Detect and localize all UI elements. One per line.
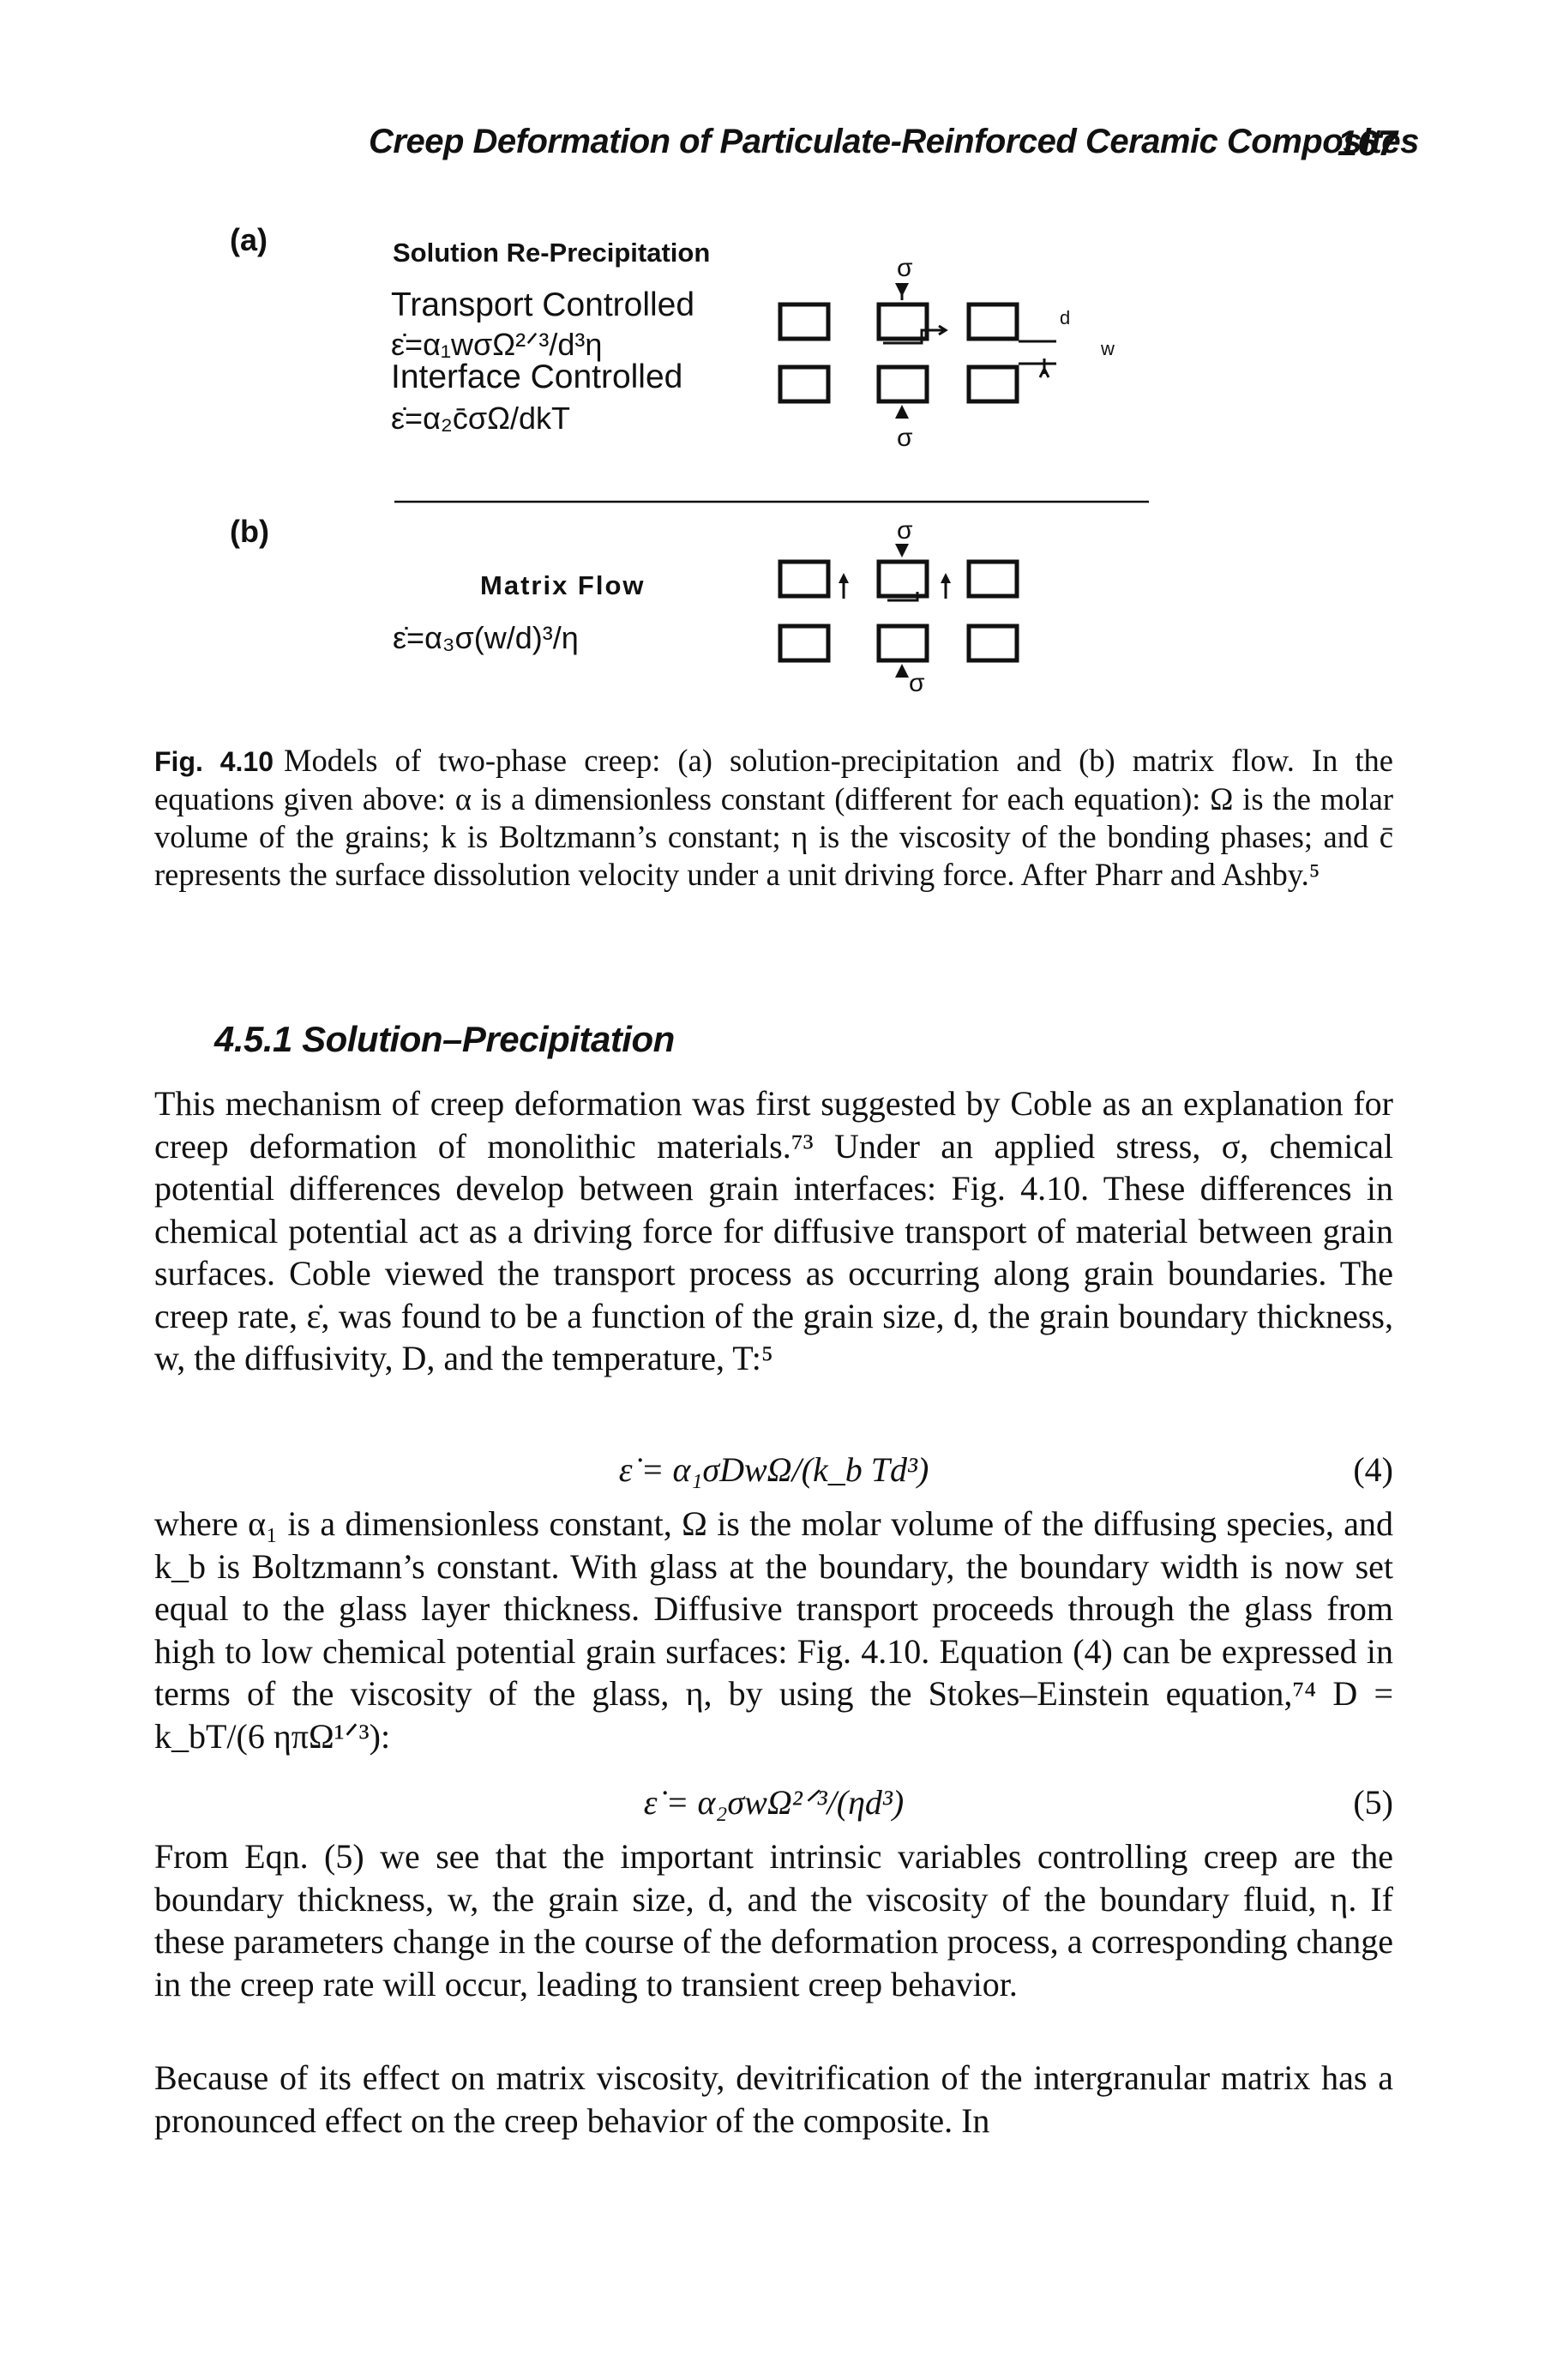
running-title: Creep Deformation of Particulate-Reinfor…: [369, 123, 1419, 160]
section-heading: 4.5.1 Solution–Precipitation: [214, 1019, 675, 1059]
paragraph-1-text: This mechanism of creep deformation was …: [154, 1084, 1393, 1377]
panel-a-line4: ε̇=α₂c̄σΩ/dkT: [391, 401, 570, 436]
panel-a-heading: Solution Re-Precipitation: [393, 238, 710, 268]
paragraph-2: where α₁ is a dimensionless constant, Ω …: [154, 1503, 1393, 1757]
equation-5-body: ε̇ = α₂σwΩ²ᐟ³/(ηd³): [643, 1783, 905, 1822]
panel-a-grains: [778, 302, 1019, 404]
sigma-bottom-b: σ: [909, 669, 925, 697]
grain: [876, 302, 929, 341]
grain: [778, 624, 831, 663]
panel-a-transport-arrow: [883, 283, 1056, 378]
paragraph-2-text: where α₁ is a dimensionless constant, Ω …: [154, 1504, 1393, 1756]
panel-b-eq: ε̇=α₃σ(w/d)³/η: [393, 620, 579, 655]
running-header: Creep Deformation of Particulate-Reinfor…: [369, 123, 1419, 174]
equation-4-body: ε̇ = α₁σDwΩ/(k_b Td³): [618, 1450, 929, 1489]
grain: [966, 302, 1019, 341]
grain: [778, 365, 831, 404]
panel-a-line2: ε̇=α₁wσΩ²ᐟ³/d³η: [391, 327, 602, 362]
page-number: 167: [1337, 123, 1398, 163]
sigma-top-b: σ: [897, 516, 913, 545]
paragraph-4-text: Because of its effect on matrix viscosit…: [154, 2058, 1393, 2140]
grain: [966, 624, 1019, 663]
sigma-top-a: σ: [897, 254, 913, 282]
grain: [966, 559, 1019, 599]
panel-b-heading: Matrix Flow: [480, 570, 646, 600]
sigma-bottom-a: σ: [897, 424, 913, 452]
grain: [876, 559, 929, 599]
grain: [778, 302, 831, 341]
paragraph-3: From Eqn. (5) we see that the important …: [154, 1835, 1393, 2005]
panel-b-grains: [778, 559, 1019, 663]
label-d: d: [1060, 307, 1070, 328]
panel-b-label: (b): [230, 514, 269, 549]
equation-5-number: (5): [1353, 1783, 1393, 1822]
arrow-down-b: [895, 544, 909, 557]
grain: [876, 624, 929, 663]
arrow-up-a: [895, 405, 909, 419]
panel-a-line3: Interface Controlled: [391, 359, 682, 395]
caption-text: Models of two-phase creep: (a) solution-…: [154, 743, 1393, 892]
equation-4: ε̇ = α₁σDwΩ/(k_b Td³) (4): [154, 1449, 1393, 1492]
equation-5: ε̇ = α₂σwΩ²ᐟ³/(ηd³) (5): [154, 1782, 1393, 1825]
figure-4-10: (a) (b) Solution Re-Precipitation Transp…: [0, 0, 1545, 738]
arrow-up-b: [895, 664, 909, 678]
equation-4-number: (4): [1353, 1450, 1393, 1489]
paragraph-1: This mechanism of creep deformation was …: [154, 1082, 1393, 1380]
panel-a-label: (a): [230, 222, 268, 257]
caption-lead: Fig. 4.10: [154, 746, 274, 777]
label-w: w: [1100, 338, 1115, 359]
grain: [778, 559, 831, 599]
grain: [876, 365, 929, 404]
figure-diagram: (a) (b) Solution Re-Precipitation Transp…: [230, 222, 1149, 697]
paragraph-4: Because of its effect on matrix viscosit…: [154, 2057, 1393, 2142]
paragraph-3-text: From Eqn. (5) we see that the important …: [154, 1837, 1393, 2003]
arrow-down-a: [895, 283, 909, 297]
arrow-up-left-b: [839, 573, 849, 583]
panel-a-line1: Transport Controlled: [391, 286, 694, 323]
arrow-up-right-b: [941, 573, 951, 583]
grain: [966, 365, 1019, 404]
